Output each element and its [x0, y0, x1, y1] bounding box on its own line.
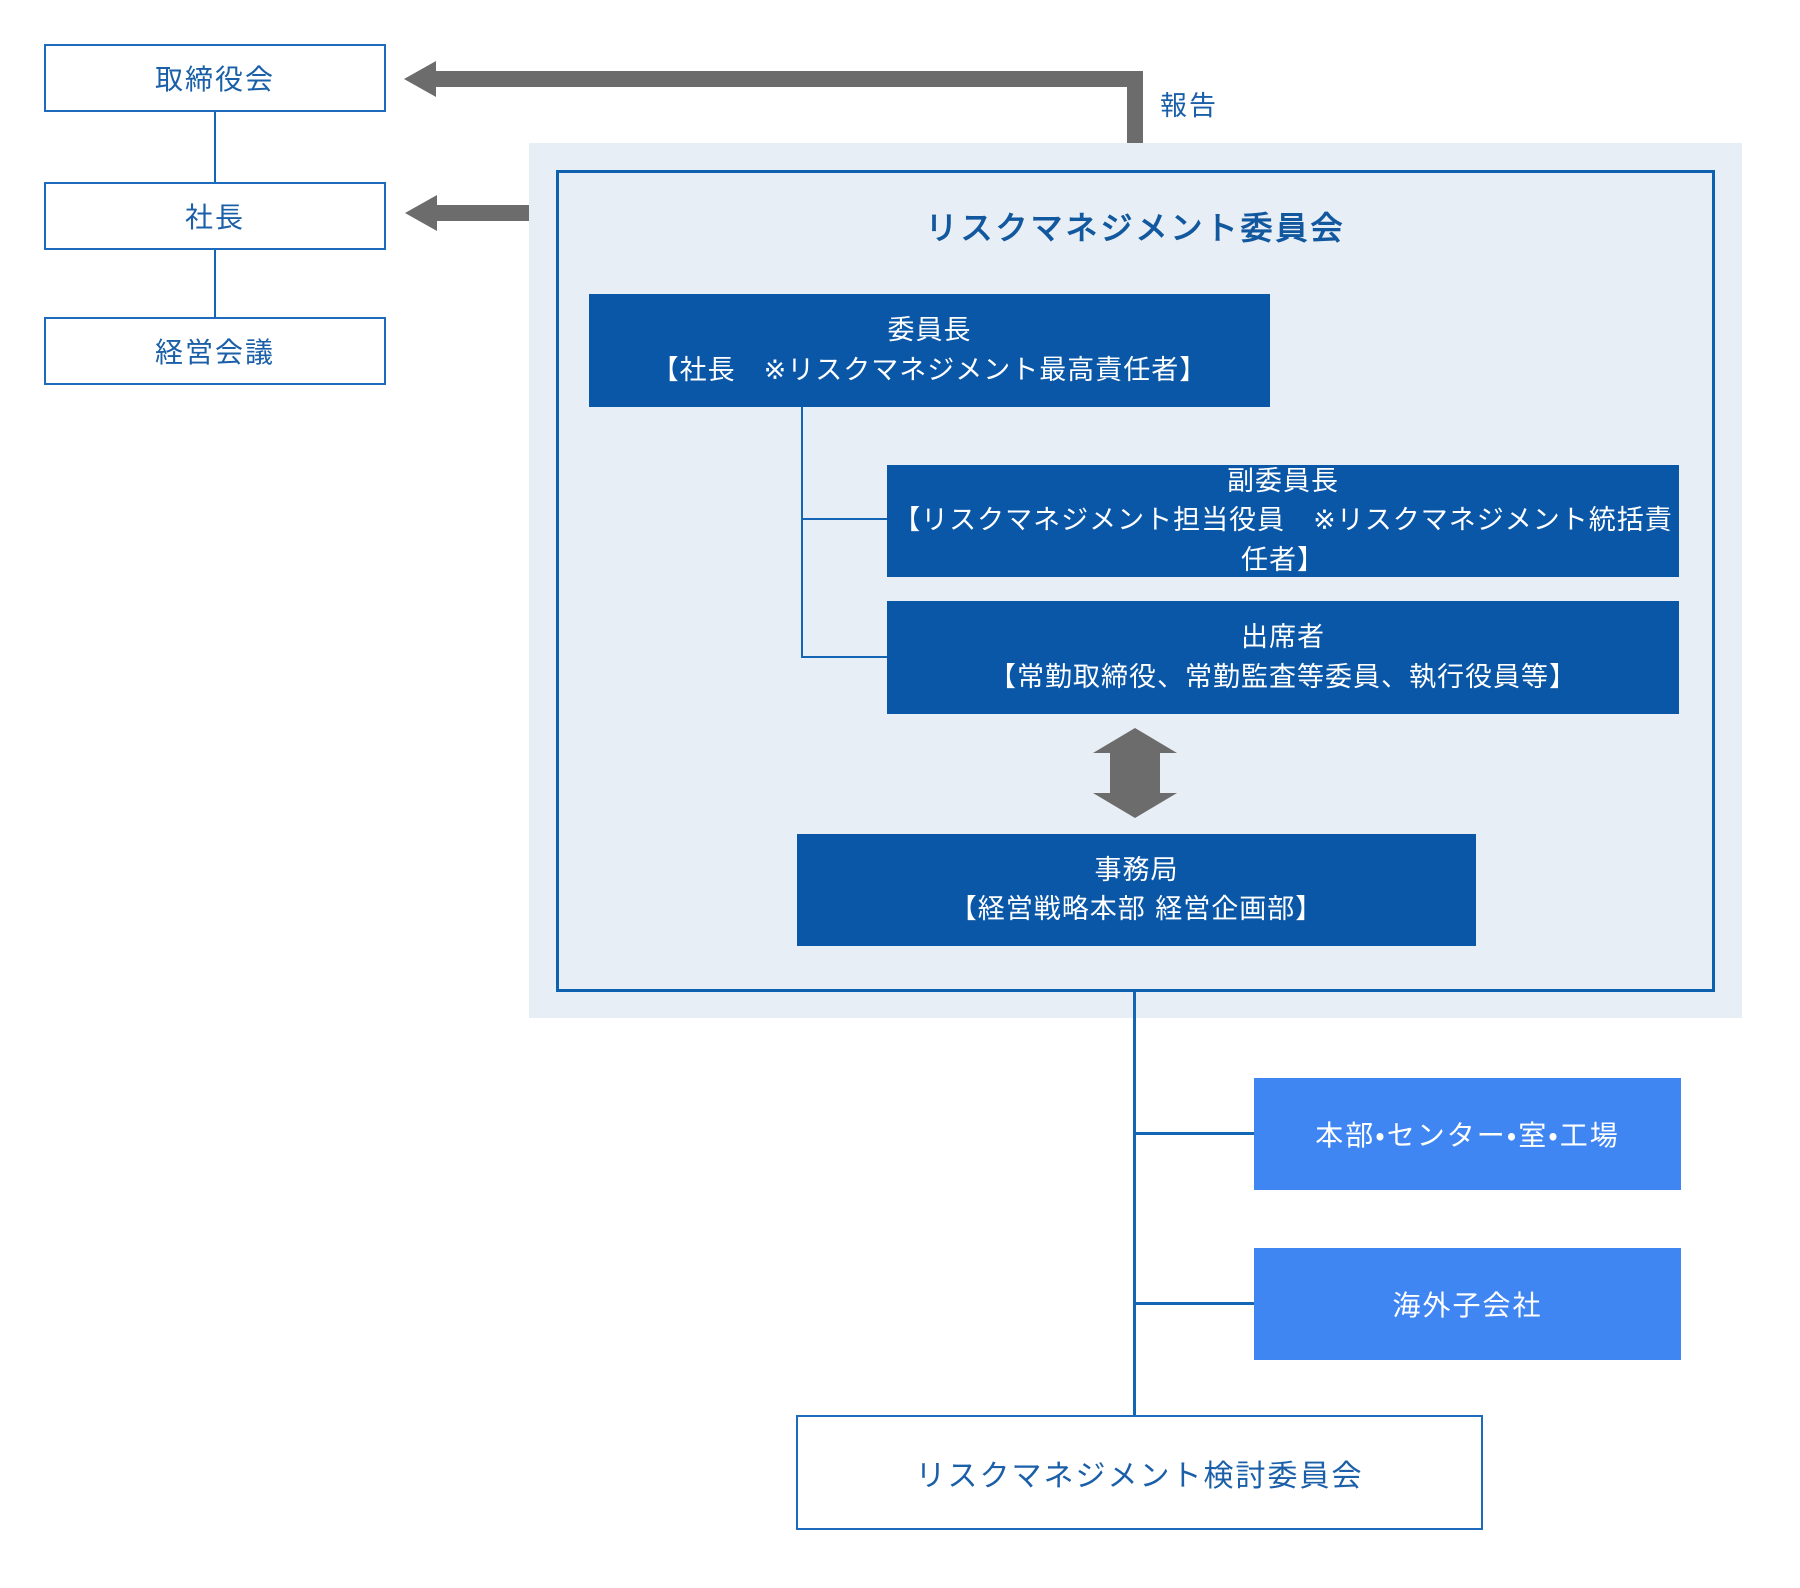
president-box: 社長 [44, 182, 386, 250]
connector-to-attendees [801, 656, 887, 658]
arrowhead-left-icon [404, 61, 436, 97]
board-of-directors-box: 取締役会 [44, 44, 386, 112]
overseas-subsidiaries-box: 海外子会社 [1254, 1248, 1681, 1360]
chairman-box: 委員長 【社長 ※リスクマネジメント最高責任者】 [589, 294, 1270, 407]
connector-president-meeting [214, 250, 216, 317]
vice-chairman-title: 副委員長 [1227, 466, 1339, 498]
divisions-box: 本部・センター・室・工場 [1254, 1078, 1681, 1190]
attendees-box: 出席者 【常勤取締役、常勤監査等委員、執行役員等】 [887, 601, 1679, 714]
attendees-detail: 【常勤取締役、常勤監査等委員、執行役員等】 [989, 661, 1577, 693]
connector-chairman-trunk [801, 407, 803, 658]
connector-board-president [214, 112, 216, 182]
secretariat-detail: 【経営戦略本部 経営企画部】 [949, 894, 1324, 925]
committee-title: リスクマネジメント委員会 [925, 209, 1346, 247]
arrowhead-left-icon [405, 195, 437, 231]
connector-to-overseas [1133, 1302, 1254, 1305]
chairman-detail: 【社長 ※リスクマネジメント最高責任者】 [651, 354, 1208, 386]
connector-committee-trunk [1133, 992, 1136, 1415]
chairman-title: 委員長 [887, 315, 972, 347]
committee-frame [556, 170, 1715, 992]
secretariat-title: 事務局 [1094, 854, 1179, 886]
vice-chairman-box: 副委員長 【リスクマネジメント担当役員 ※リスクマネジメント統括責任者】 [887, 465, 1679, 577]
management-meeting-box: 経営会議 [44, 317, 386, 385]
vice-chairman-detail: 【リスクマネジメント担当役員 ※リスクマネジメント統括責任者】 [893, 505, 1673, 576]
connector-to-vice-chairman [801, 518, 887, 520]
secretariat-box: 事務局 【経営戦略本部 経営企画部】 [797, 834, 1476, 946]
attendees-title: 出席者 [1241, 622, 1325, 654]
connector-to-divisions [1133, 1132, 1254, 1135]
review-committee-box: リスクマネジメント検討委員会 [796, 1415, 1483, 1530]
report-label: 報告 [1160, 91, 1218, 122]
